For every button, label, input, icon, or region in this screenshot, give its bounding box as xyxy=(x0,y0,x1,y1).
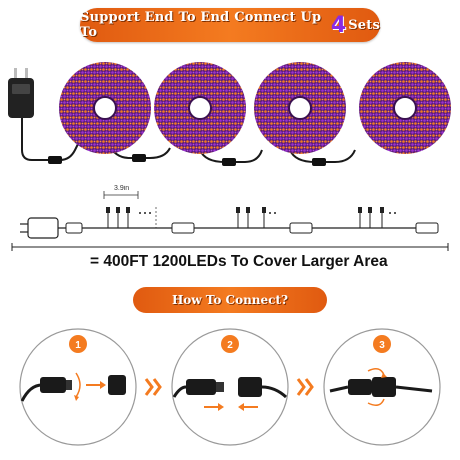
support-banner: Support End To End Connect Up To 4 Sets xyxy=(80,8,380,42)
connector-icon xyxy=(132,154,146,162)
chevron-right-icon xyxy=(144,378,162,396)
light-coil-1 xyxy=(59,62,151,154)
spec-text: = 400FT 1200LEDs To Cover Larger Area xyxy=(90,253,388,270)
light-coil-2 xyxy=(154,62,246,154)
step-1-illustration xyxy=(20,372,126,402)
how-to-connect-title: How To Connect? xyxy=(171,293,289,307)
connector-icon xyxy=(222,158,236,166)
connector-icon xyxy=(48,156,62,164)
step-1-badge: 1 xyxy=(69,335,87,353)
light-coil-4 xyxy=(359,62,451,154)
light-coils-illustration xyxy=(8,62,451,166)
step-1-number: 1 xyxy=(75,340,81,351)
step-3-number: 3 xyxy=(379,340,385,351)
step-3-illustration xyxy=(329,368,433,406)
spacing-label: 3.9in xyxy=(114,185,129,192)
banner-text-after: Sets xyxy=(348,17,380,33)
banner-text-before: Support End To End Connect Up To xyxy=(80,10,322,40)
light-coil-3 xyxy=(254,62,346,154)
connector-icon xyxy=(312,158,326,166)
power-adapter-icon xyxy=(8,68,34,118)
adapter-outline-icon xyxy=(20,217,59,239)
step-3-badge: 3 xyxy=(373,335,391,353)
string-light-diagram: 3.9in xyxy=(11,185,449,251)
spec-row: = 400FT 1200LEDs To Cover Larger Area xyxy=(0,253,460,275)
step-2-number: 2 xyxy=(227,340,233,351)
step-2-illustration xyxy=(172,377,288,411)
step-2-circle xyxy=(171,328,289,446)
banner-highlight-number: 4 xyxy=(330,12,347,38)
chevron-right-icon xyxy=(296,378,314,396)
how-to-connect-banner: How To Connect? xyxy=(133,287,327,313)
step-2-badge: 2 xyxy=(221,335,239,353)
step-1-circle xyxy=(19,328,137,446)
connection-steps: 1 2 3 xyxy=(19,328,441,446)
